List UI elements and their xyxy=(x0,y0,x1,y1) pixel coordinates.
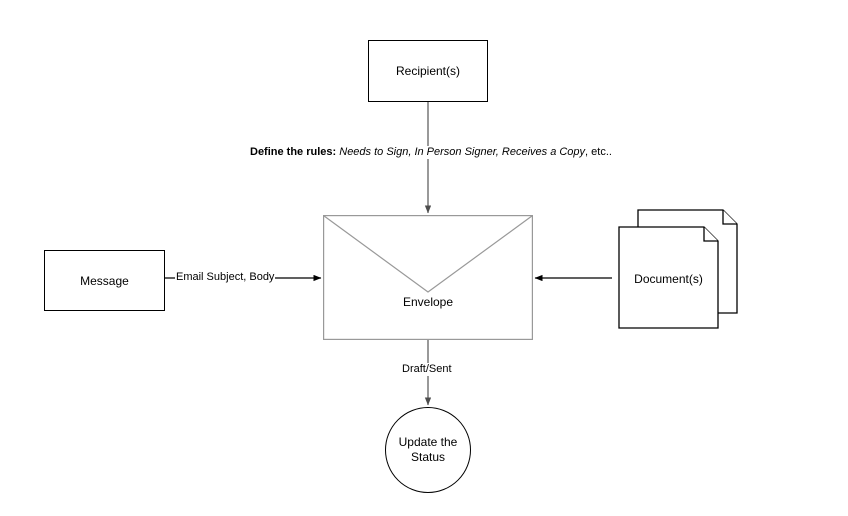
node-documents[interactable]: Document(s) xyxy=(612,205,747,335)
document-stack-icon xyxy=(618,209,738,329)
edge-label-email-subject-body: Email Subject, Body xyxy=(175,271,276,284)
node-recipients[interactable]: Recipient(s) xyxy=(368,40,488,102)
node-envelope[interactable]: Envelope xyxy=(323,215,533,340)
node-documents-label: Document(s) xyxy=(634,272,703,286)
node-recipients-label: Recipient(s) xyxy=(395,64,461,78)
node-update-status-line1: Update the xyxy=(398,435,458,449)
edge-label-define-rules-italic: Needs to Sign, In Person Signer, Receive… xyxy=(336,146,586,158)
edge-label-define-rules-tail: , etc.. xyxy=(585,146,612,158)
edge-label-draft-sent: Draft/Sent xyxy=(400,363,454,376)
node-update-status-line2: Status xyxy=(410,450,446,464)
node-update-status[interactable]: Update the Status xyxy=(385,407,471,493)
node-envelope-label: Envelope xyxy=(402,295,454,309)
node-update-status-text: Update the Status xyxy=(399,435,458,465)
edge-label-define-rules-bold: Define the rules: xyxy=(250,146,337,158)
edge-label-define-rules: Define the rules: Needs to Sign, In Pers… xyxy=(248,146,614,159)
node-message[interactable]: Message xyxy=(44,250,165,311)
envelope-icon xyxy=(323,215,533,340)
node-message-label: Message xyxy=(80,273,129,288)
